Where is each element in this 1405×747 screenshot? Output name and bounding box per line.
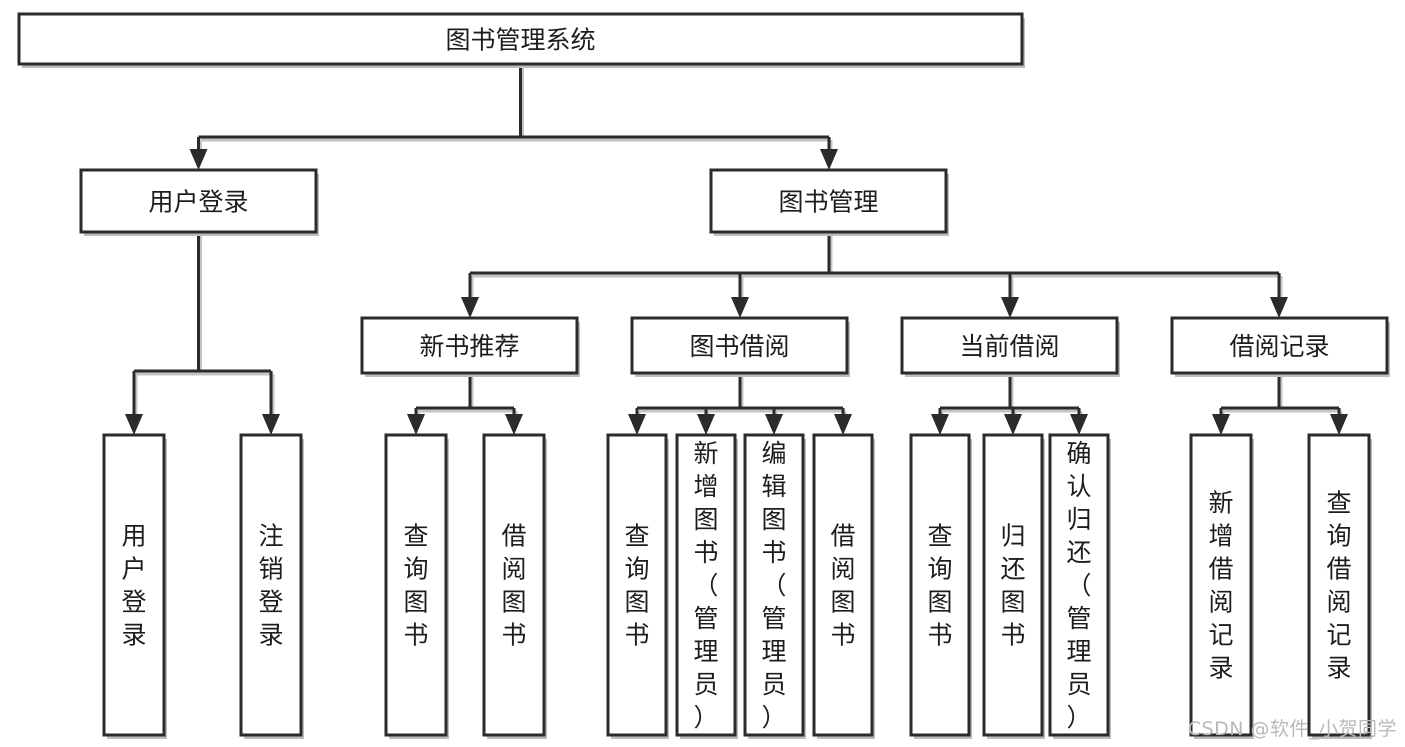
node-label-leaf-borrow-book-recommend: 借阅图书 bbox=[501, 522, 526, 650]
node-label-user-login: 用户登录 bbox=[148, 188, 248, 217]
arrow-leaf-query-book-recommend bbox=[407, 414, 425, 435]
node-box-leaf-edit-book-admin[interactable] bbox=[743, 433, 805, 737]
node-leaf-user-login[interactable]: 用户登录 bbox=[102, 433, 167, 739]
node-label-leaf-edit-book-admin: 编辑图书（管理员） bbox=[761, 439, 786, 732]
arrow-leaf-add-book-admin bbox=[697, 414, 715, 435]
node-borrow-record[interactable]: 借阅记录 bbox=[1170, 316, 1390, 377]
node-label-leaf-query-book-borrow: 查询图书 bbox=[624, 522, 649, 650]
node-leaf-add-book-admin[interactable]: 新增图书（管理员） bbox=[675, 433, 738, 739]
arrow-new-book-recommend bbox=[461, 297, 479, 318]
node-box-leaf-query-book-borrow[interactable] bbox=[606, 433, 668, 737]
arrow-heads-layer bbox=[125, 149, 1348, 435]
node-box-leaf-query-book-current[interactable] bbox=[909, 433, 971, 737]
arrow-leaf-confirm-return-admin bbox=[1070, 414, 1088, 435]
node-book-borrow[interactable]: 图书借阅 bbox=[630, 316, 850, 377]
arrow-leaf-edit-book-admin bbox=[765, 414, 783, 435]
node-label-leaf-add-borrow-record: 新增借阅记录 bbox=[1208, 489, 1233, 683]
node-box-new-book-recommend[interactable] bbox=[360, 316, 579, 375]
arrow-leaf-return-book bbox=[1004, 414, 1022, 435]
arrow-leaf-borrow-book-recommend bbox=[505, 414, 523, 435]
node-box-book-manage[interactable] bbox=[709, 168, 948, 234]
node-box-leaf-borrow-book-recommend[interactable] bbox=[482, 433, 546, 737]
node-box-leaf-add-book-admin[interactable] bbox=[675, 433, 737, 737]
node-book-manage[interactable]: 图书管理 bbox=[709, 168, 949, 236]
arrow-book-manage bbox=[820, 149, 838, 170]
node-box-leaf-user-login[interactable] bbox=[102, 433, 166, 737]
node-leaf-confirm-return-admin[interactable]: 确认归还（管理员） bbox=[1048, 433, 1111, 739]
csdn-watermark: CSDN @软件_小贺同学 bbox=[1187, 718, 1397, 740]
node-box-leaf-query-book-recommend[interactable] bbox=[384, 433, 448, 737]
node-root[interactable]: 图书管理系统 bbox=[17, 12, 1025, 68]
node-label-leaf-query-borrow-record: 查询借阅记录 bbox=[1326, 489, 1351, 683]
node-label-leaf-confirm-return-admin: 确认归还（管理员） bbox=[1066, 439, 1091, 732]
arrow-borrow-record bbox=[1270, 297, 1288, 318]
node-box-leaf-add-borrow-record[interactable] bbox=[1189, 433, 1253, 737]
node-box-leaf-confirm-return-admin[interactable] bbox=[1048, 433, 1110, 737]
node-label-leaf-add-book-admin: 新增图书（管理员） bbox=[693, 439, 718, 732]
node-box-root[interactable] bbox=[17, 12, 1024, 66]
nodes-layer: 图书管理系统用户登录图书管理新书推荐图书借阅当前借阅借阅记录用户登录注销登录查询… bbox=[17, 12, 1390, 739]
edges-layer bbox=[132, 64, 1343, 423]
node-leaf-borrow-book-recommend[interactable]: 借阅图书 bbox=[482, 433, 547, 739]
node-current-borrow[interactable]: 当前借阅 bbox=[900, 316, 1120, 377]
node-new-book-recommend[interactable]: 新书推荐 bbox=[360, 316, 580, 377]
node-box-book-borrow[interactable] bbox=[630, 316, 849, 375]
node-leaf-borrow-book[interactable]: 借阅图书 bbox=[812, 433, 875, 739]
arrow-book-borrow bbox=[731, 297, 749, 318]
node-label-leaf-logout: 注销登录 bbox=[258, 522, 283, 650]
node-leaf-edit-book-admin[interactable]: 编辑图书（管理员） bbox=[743, 433, 806, 739]
arrow-current-borrow bbox=[1001, 297, 1019, 318]
node-label-borrow-record: 借阅记录 bbox=[1229, 332, 1329, 361]
arrow-user-login bbox=[189, 149, 208, 170]
node-box-leaf-query-borrow-record[interactable] bbox=[1307, 433, 1371, 737]
node-label-leaf-query-book-recommend: 查询图书 bbox=[403, 522, 428, 650]
node-label-leaf-borrow-book: 借阅图书 bbox=[830, 522, 855, 650]
node-box-user-login[interactable] bbox=[79, 168, 318, 234]
node-leaf-logout[interactable]: 注销登录 bbox=[239, 433, 304, 739]
node-leaf-return-book[interactable]: 归还图书 bbox=[982, 433, 1045, 739]
node-box-leaf-logout[interactable] bbox=[239, 433, 303, 737]
arrow-leaf-logout bbox=[262, 414, 280, 435]
node-label-book-manage: 图书管理 bbox=[778, 188, 878, 217]
node-leaf-query-book-borrow[interactable]: 查询图书 bbox=[606, 433, 669, 739]
node-label-root: 图书管理系统 bbox=[445, 26, 595, 55]
arrow-leaf-query-borrow-record bbox=[1330, 414, 1348, 435]
node-label-book-borrow: 图书借阅 bbox=[689, 332, 789, 361]
node-leaf-query-borrow-record[interactable]: 查询借阅记录 bbox=[1307, 433, 1372, 739]
node-box-leaf-return-book[interactable] bbox=[982, 433, 1044, 737]
arrow-leaf-query-book-current bbox=[931, 414, 949, 435]
node-box-borrow-record[interactable] bbox=[1170, 316, 1389, 375]
arrow-leaf-query-book-borrow bbox=[628, 414, 646, 435]
arrow-leaf-add-borrow-record bbox=[1212, 414, 1230, 435]
arrow-leaf-borrow-book bbox=[834, 414, 852, 435]
node-label-leaf-query-book-current: 查询图书 bbox=[927, 522, 952, 650]
node-leaf-query-book-recommend[interactable]: 查询图书 bbox=[384, 433, 449, 739]
node-box-leaf-borrow-book[interactable] bbox=[812, 433, 874, 737]
node-leaf-query-book-current[interactable]: 查询图书 bbox=[909, 433, 972, 739]
node-box-current-borrow[interactable] bbox=[900, 316, 1119, 375]
arrow-leaf-user-login bbox=[125, 414, 143, 435]
node-leaf-add-borrow-record[interactable]: 新增借阅记录 bbox=[1189, 433, 1254, 739]
node-user-login[interactable]: 用户登录 bbox=[79, 168, 319, 236]
node-label-leaf-user-login: 用户登录 bbox=[121, 522, 146, 650]
node-label-new-book-recommend: 新书推荐 bbox=[419, 332, 519, 361]
node-label-leaf-return-book: 归还图书 bbox=[1000, 522, 1025, 650]
node-label-current-borrow: 当前借阅 bbox=[959, 332, 1059, 361]
